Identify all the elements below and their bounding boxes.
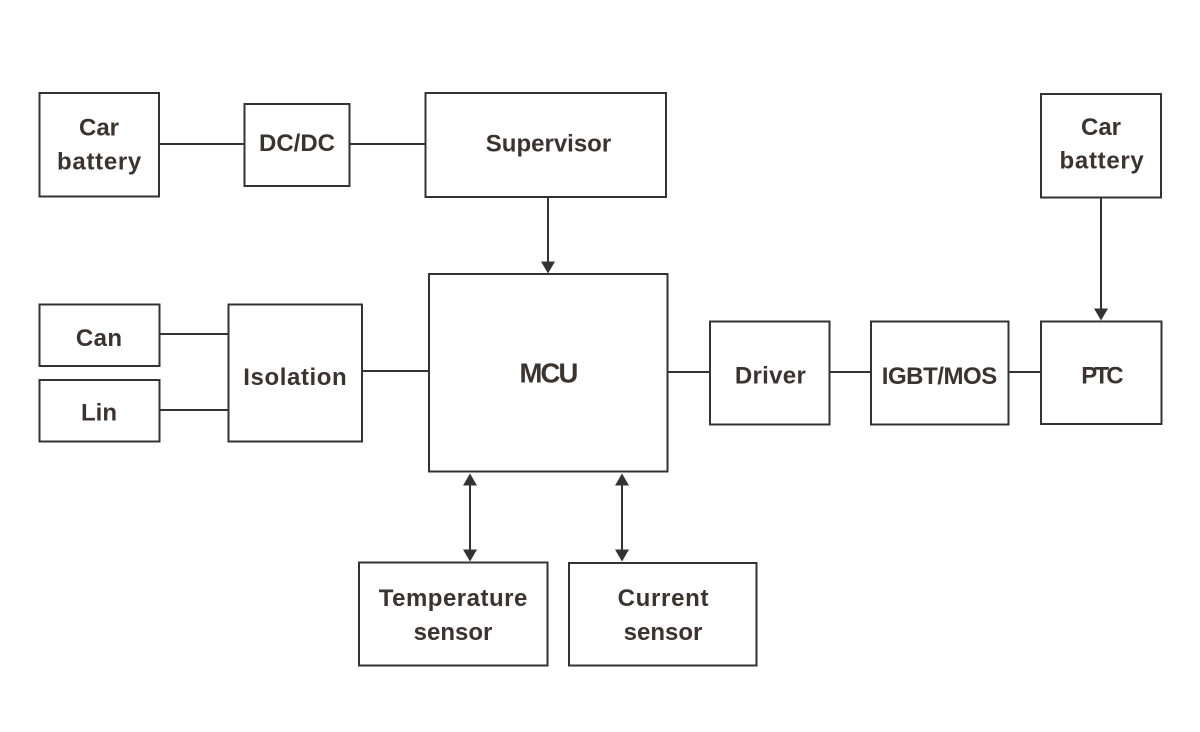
svg-text:Supervisor: Supervisor [486, 131, 611, 158]
svg-text:Can: Can [76, 325, 123, 352]
svg-text:DC/DC: DC/DC [259, 130, 335, 157]
svg-text:Temperature: Temperature [379, 585, 528, 612]
svg-text:IGBT/MOS: IGBT/MOS [882, 363, 998, 390]
svg-text:MCU: MCU [520, 358, 578, 389]
svg-text:Lin: Lin [81, 400, 117, 427]
svg-text:Driver: Driver [735, 363, 806, 390]
svg-text:Car: Car [1081, 114, 1121, 141]
svg-text:sensor: sensor [624, 619, 703, 646]
svg-text:PTC: PTC [1081, 363, 1123, 390]
svg-text:battery: battery [57, 149, 142, 176]
svg-text:battery: battery [1060, 148, 1145, 175]
svg-text:Car: Car [79, 115, 119, 142]
svg-text:Isolation: Isolation [243, 364, 347, 391]
svg-text:Current: Current [618, 585, 710, 612]
svg-text:sensor: sensor [414, 619, 493, 646]
